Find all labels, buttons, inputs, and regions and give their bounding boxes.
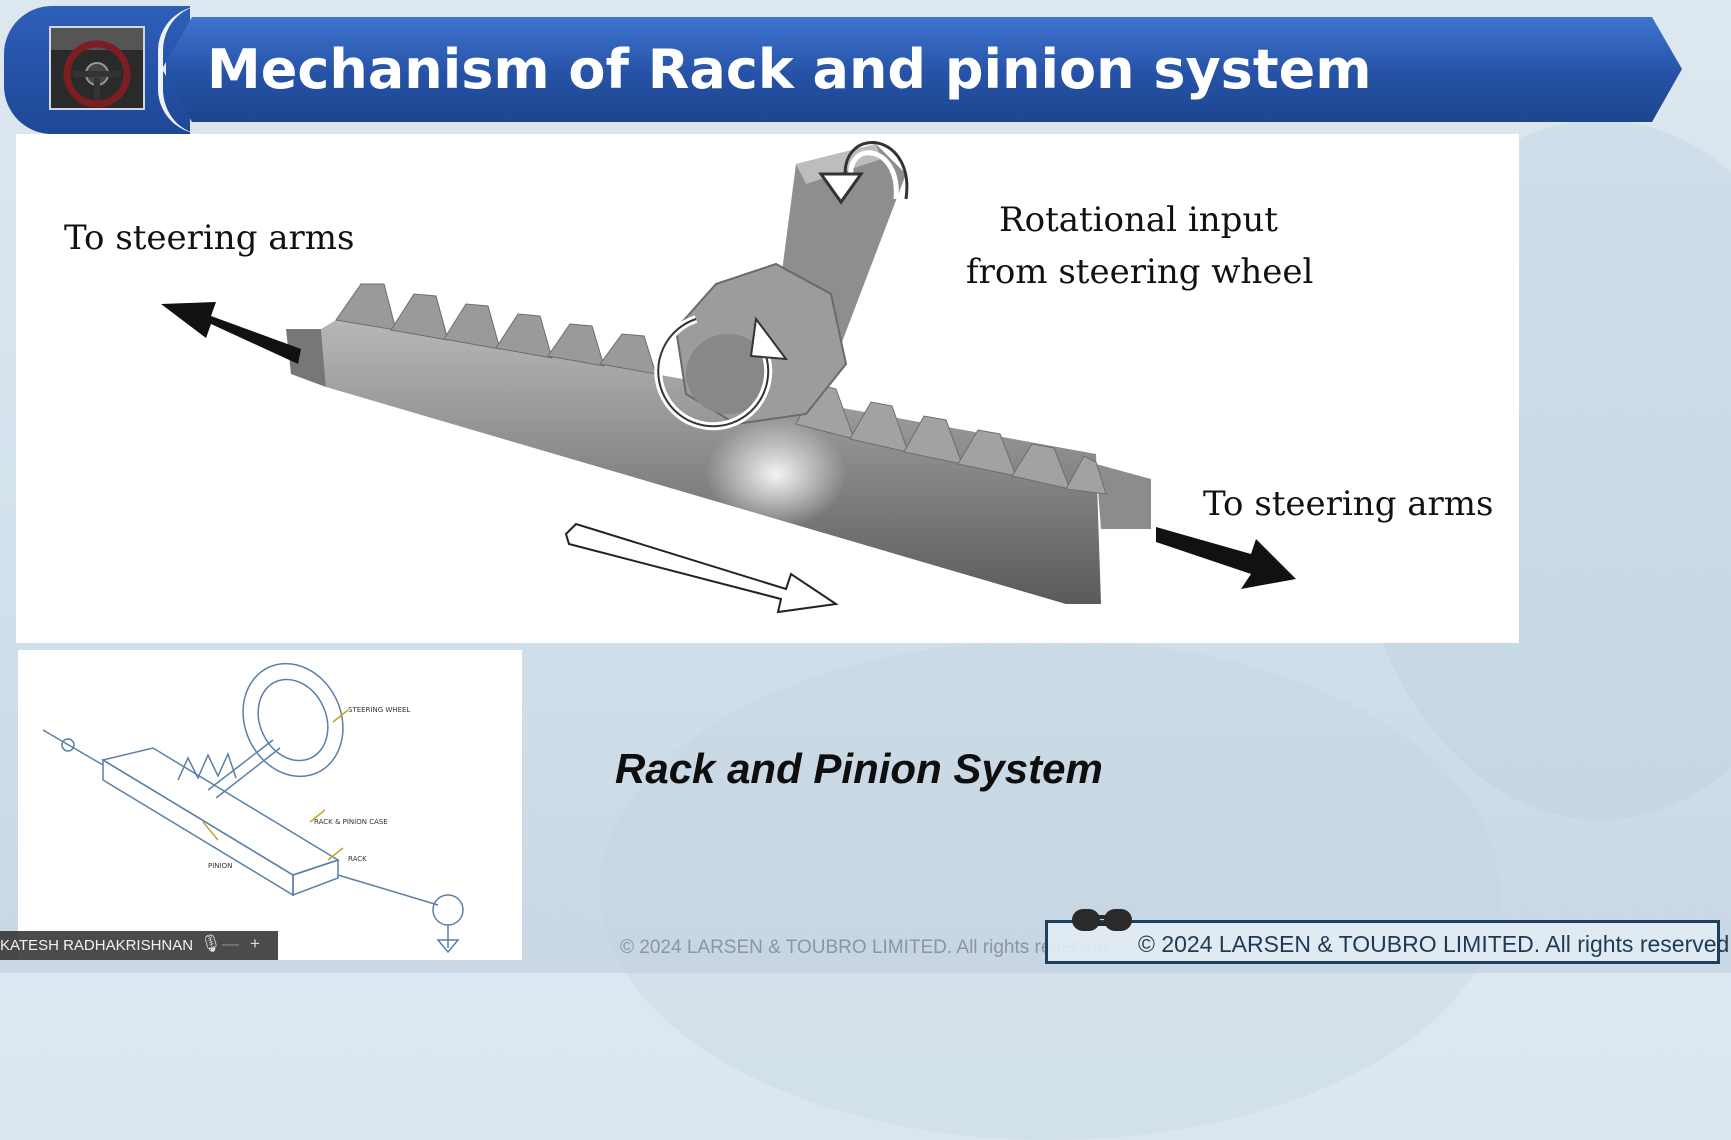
copyright-text-faint: © 2024 LARSEN & TOUBRO LIMITED. All righ…: [620, 937, 1109, 958]
steering-assembly-drawing: [42, 662, 464, 954]
slide-title: Mechanism of Rack and pinion system: [207, 38, 1372, 101]
presenter-nametag: KATESH RADHAKRISHNAN 🎙 — +: [0, 931, 278, 960]
microphone-icon[interactable]: 🎙: [200, 934, 222, 953]
copyright-banner: © 2024 LARSEN & TOUBRO LIMITED. All righ…: [1045, 920, 1729, 964]
steering-wheel-thumbnail: [49, 26, 145, 110]
label-rotational-input: Rotational input: [999, 200, 1278, 240]
rack-pinion-illustration: [161, 140, 1296, 614]
expand-button[interactable]: +: [250, 934, 260, 953]
steering-assembly-sketch: STEERING WHEEL RACK & PINION CASE RACK P…: [18, 650, 522, 960]
plug-icon: [1070, 903, 1140, 937]
presenter-name: KATESH RADHAKRISHNAN: [0, 937, 194, 954]
label-pinion: PINION: [208, 862, 233, 870]
label-steering-wheel: STEERING WHEEL: [348, 706, 411, 714]
minimize-button[interactable]: —: [222, 934, 239, 953]
rack-pinion-diagram: To steering arms To steering arms Rotati…: [16, 134, 1519, 643]
label-rack-pinion-case: RACK & PINION CASE: [314, 818, 388, 826]
label-to-steering-arms-right: To steering arms: [1203, 484, 1494, 524]
figure-caption: Rack and Pinion System: [615, 745, 1103, 792]
label-rack: RACK: [348, 855, 367, 863]
steering-wheel-photo-icon: [51, 28, 143, 108]
copyright-text: © 2024 LARSEN & TOUBRO LIMITED. All righ…: [1138, 931, 1730, 957]
label-from-steering-wheel: from steering wheel: [966, 252, 1314, 292]
label-to-steering-arms-left: To steering arms: [64, 218, 355, 258]
title-banner: [162, 17, 1682, 122]
banner-divider: [158, 6, 203, 134]
background-shape: [600, 640, 1500, 1140]
